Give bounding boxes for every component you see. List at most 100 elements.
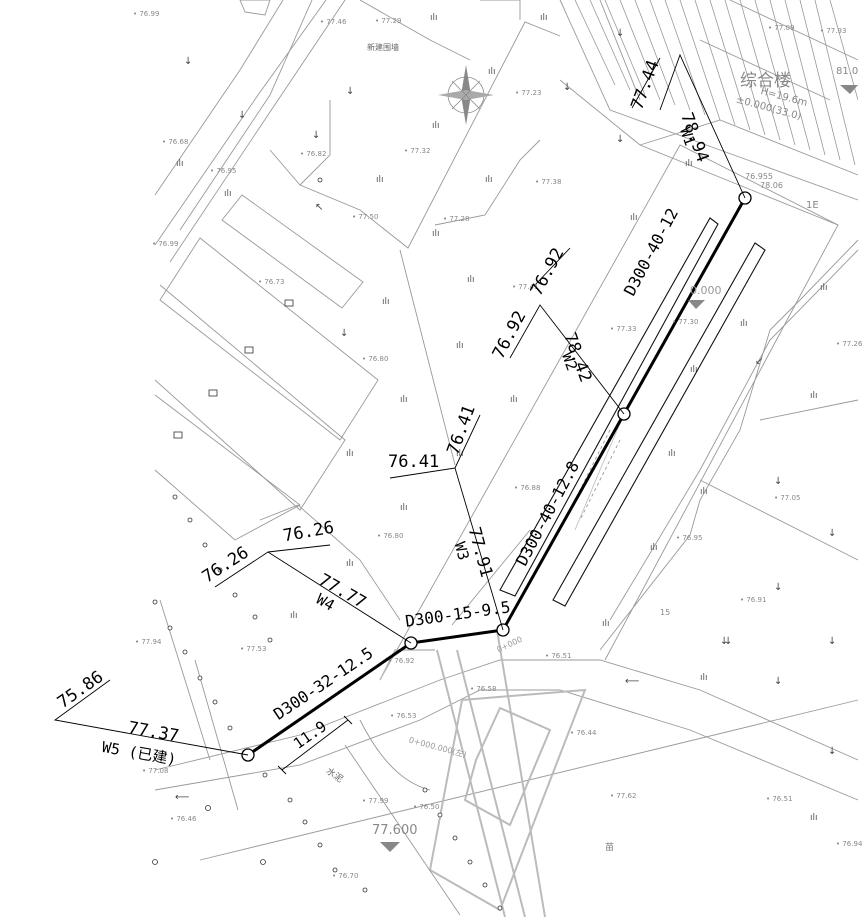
svg-text:ılı: ılı	[430, 13, 438, 23]
spot-elevation: • 76.73	[258, 278, 285, 286]
svg-text:↓: ↓	[774, 582, 782, 593]
spot-elevation: • 77.09	[768, 24, 795, 32]
svg-text:↓: ↓	[774, 476, 782, 487]
svg-text:↙: ↙	[755, 356, 763, 367]
spot-elevation: • 76.44	[570, 729, 597, 737]
spot-elevation: • 76.99	[133, 10, 160, 18]
misc-76955: 76.955	[745, 172, 773, 181]
spot-elevation: • 76.94	[836, 840, 862, 848]
svg-text:ılı: ılı	[224, 189, 232, 199]
svg-text:ılı: ılı	[176, 159, 184, 169]
spot-elevation: • 77.28	[443, 215, 470, 223]
svg-text:ılı: ılı	[346, 559, 354, 569]
svg-text:ılı: ılı	[400, 395, 408, 405]
spot-elevation: • 76.58	[470, 685, 497, 693]
misc-15: 15	[660, 608, 671, 617]
building-side: 1E	[806, 200, 819, 211]
svg-text:ılı: ılı	[630, 213, 638, 223]
svg-text:ılı: ılı	[432, 121, 440, 131]
spot-elevation: • 76.51	[545, 652, 572, 660]
elevation-markers	[380, 85, 858, 852]
svg-text:ılı: ılı	[432, 229, 440, 239]
spot-elevation: • 77.32	[404, 147, 431, 155]
box-symbols	[173, 299, 294, 439]
svg-text:ılı: ılı	[290, 611, 298, 621]
spot-elevation: • 77.23	[515, 89, 542, 97]
svg-text:↓: ↓	[563, 82, 571, 93]
svg-text:ılı: ılı	[690, 365, 698, 375]
spot-elevation: • 77.53	[240, 645, 267, 653]
ref-elev-2: 81.0	[836, 66, 859, 77]
field-label: 苗	[605, 843, 615, 853]
svg-text:↓: ↓	[616, 28, 624, 39]
svg-text:↓: ↓	[828, 746, 836, 757]
spot-elevation: • 76.68	[162, 138, 189, 146]
svg-text:ılı: ılı	[456, 341, 464, 351]
svg-text:ılı: ılı	[400, 503, 408, 513]
svg-text:ılı: ılı	[810, 813, 818, 823]
svg-text:ılı: ılı	[650, 543, 658, 553]
svg-text:ılı: ılı	[700, 487, 708, 497]
svg-text:ılı: ılı	[456, 449, 464, 459]
spot-elevation: • 77.94	[135, 638, 162, 646]
svg-text:ılı: ılı	[810, 391, 818, 401]
svg-text:↓: ↓	[340, 328, 348, 339]
svg-text:↓: ↓	[828, 528, 836, 539]
spot-elevation: • 76.70	[332, 872, 359, 880]
svg-text:↓: ↓	[346, 86, 354, 97]
spot-elevation: • 76.53	[390, 712, 417, 720]
svg-text:ılı: ılı	[485, 175, 493, 185]
svg-text:ılı: ılı	[820, 283, 828, 293]
spot-elevation: • 77.38	[535, 178, 562, 186]
svg-text:ılı: ılı	[488, 67, 496, 77]
spot-elevation: • 77.41	[512, 283, 539, 291]
spot-elevation: • 77.08	[142, 767, 169, 775]
spot-elevation: • 76.95	[210, 167, 237, 175]
spot-elevation: • 77.05	[774, 494, 801, 502]
north-arrow-icon	[438, 65, 494, 125]
label-leaders	[53, 53, 746, 775]
ref-elev-1: 77.600	[372, 823, 418, 838]
svg-text:↓: ↓	[724, 636, 732, 647]
spot-elevation: • 77.93	[820, 27, 847, 35]
spot-elevation: • 77.30	[672, 318, 699, 326]
svg-text:ılı: ılı	[382, 297, 390, 307]
svg-text:ılı: ılı	[376, 175, 384, 185]
base-linework	[154, 0, 859, 917]
svg-text:↓: ↓	[720, 636, 728, 647]
svg-text:ılı: ılı	[668, 449, 676, 459]
spot-elevation: • 76.92	[388, 657, 415, 665]
svg-text:↓: ↓	[616, 134, 624, 145]
svg-text:↖: ↖	[315, 202, 323, 213]
spot-elevation: • 77.29	[375, 17, 402, 25]
spot-elevation: • 76.95	[676, 534, 703, 542]
svg-text:ılı: ılı	[540, 13, 548, 23]
spot-elevation: • 76.88	[514, 484, 541, 492]
svg-text:↓: ↓	[312, 130, 320, 141]
svg-text:ılı: ılı	[685, 159, 693, 169]
svg-text:⟵: ⟵	[625, 676, 639, 687]
post-circles	[152, 177, 503, 911]
trench-outlines	[499, 217, 766, 607]
spot-elevation: • 77.26	[836, 340, 862, 348]
spot-elevation: • 76.50	[413, 803, 440, 811]
flow-arrows: ↓↓↓ ↓↓↓ ↓↓↓ ↓↓↓ ↓↓↓ ↓ ⟵⟵↖ ↙	[175, 28, 836, 803]
spot-elevation: • 77.62	[610, 792, 637, 800]
building-name: 综合楼	[740, 71, 791, 91]
spot-elevation: • 77.99	[362, 797, 389, 805]
svg-text:ılı: ılı	[602, 619, 610, 629]
svg-text:ılı: ılı	[740, 319, 748, 329]
spot-elevation: • 76.80	[362, 355, 389, 363]
svg-text:ılı: ılı	[346, 449, 354, 459]
w3-rim: 76.41	[388, 452, 440, 472]
spot-elevation: • 76.91	[740, 596, 767, 604]
svg-text:↓: ↓	[828, 636, 836, 647]
spot-elevation: • 77.50	[352, 213, 379, 221]
svg-text:ılı: ılı	[700, 673, 708, 683]
svg-text:↓: ↓	[184, 56, 192, 67]
svg-text:ılı: ılı	[467, 275, 475, 285]
spot-elevation: • 76.80	[377, 532, 404, 540]
